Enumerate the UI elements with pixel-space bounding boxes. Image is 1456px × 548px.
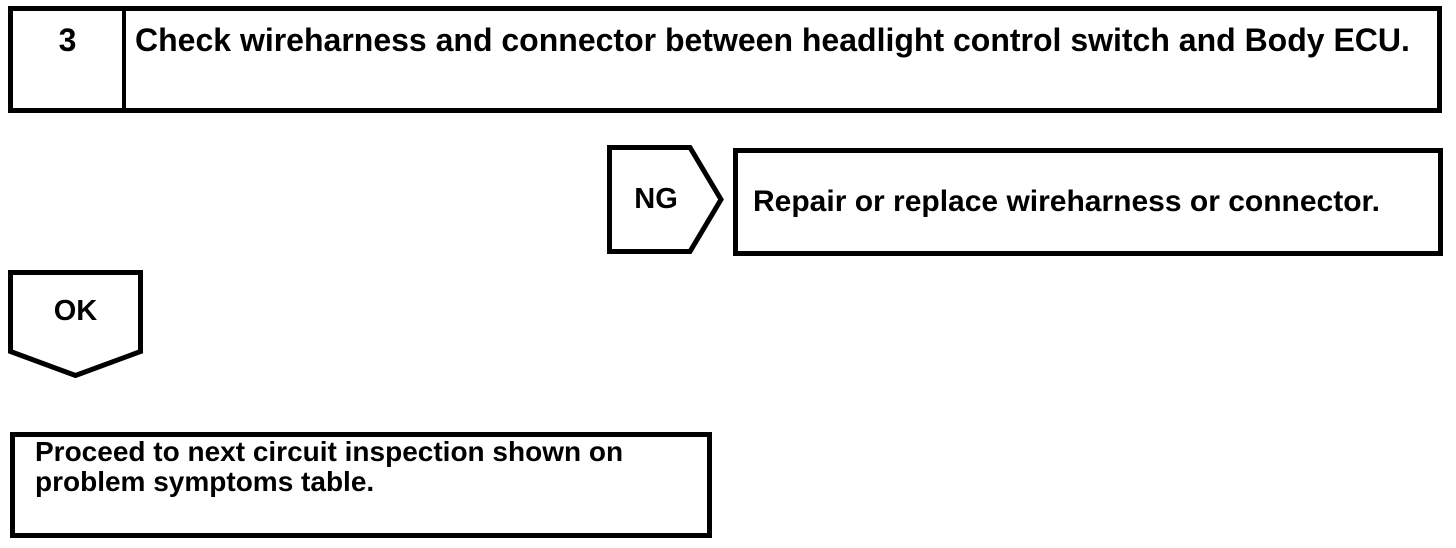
ng-action-text: Repair or replace wireharness or connect… — [753, 185, 1380, 218]
ok-action-box: Proceed to next circuit inspection shown… — [10, 432, 712, 538]
ng-action-box: Repair or replace wireharness or connect… — [733, 148, 1443, 256]
ok-label: OK — [53, 294, 98, 327]
step-number: 3 — [13, 11, 126, 108]
ng-label: NG — [634, 183, 678, 215]
pentagon-arrow-right-icon — [607, 145, 724, 254]
ok-branch-pointer: OK — [8, 270, 143, 378]
step-box: 3 Check wireharness and connector betwee… — [8, 6, 1442, 113]
ok-action-text: Proceed to next circuit inspection shown… — [35, 436, 624, 497]
pentagon-arrow-down-icon — [8, 270, 143, 378]
ng-branch-pointer: NG — [607, 145, 724, 254]
step-instruction: Check wireharness and connector between … — [135, 22, 1410, 58]
